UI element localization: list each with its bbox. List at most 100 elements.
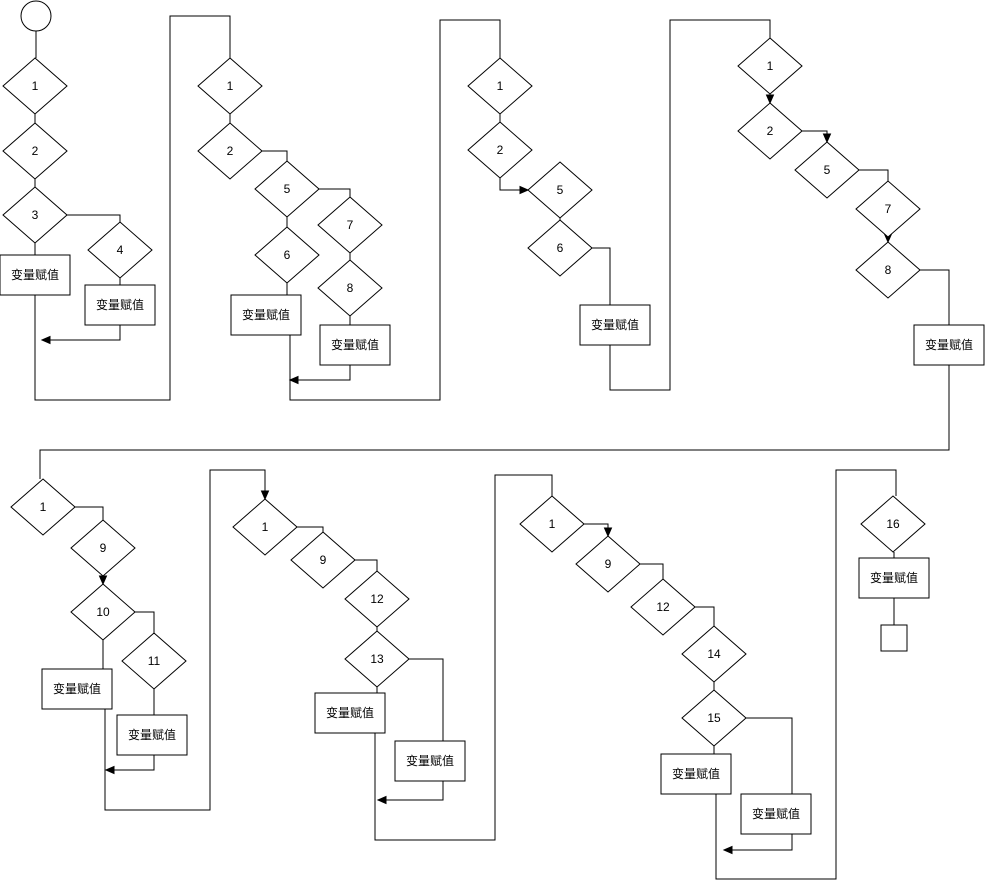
flowchart-edges [34,15,950,880]
decision-node-c1: 1 [467,57,533,115]
decision-diamond-shape [254,226,320,284]
arrowhead-icon [376,795,387,805]
edge-eA2-merge [104,755,155,775]
edge-bA2-merge [288,365,351,385]
decision-diamond-shape [855,180,921,238]
decision-diamond-shape [290,531,356,589]
arrowhead-icon [722,845,733,855]
edge-d5-d7 [859,169,889,181]
decision-node-b7: 7 [317,196,383,254]
process-box-shape [230,294,302,336]
process-node-bA1: 变量赋值 [230,294,302,336]
edge-b5-b7-line [319,188,351,197]
decision-node-g9: 9 [575,535,641,593]
edge-e10-e11 [135,611,155,633]
decision-node-a3: 3 [2,186,68,244]
process-box-shape [660,753,732,795]
arrowhead-icon [260,490,270,501]
edge-gA2-merge [722,834,793,855]
decision-node-d7: 7 [855,180,921,238]
edge-eA1-next-line [104,469,266,811]
edge-gA2-merge-line [724,834,793,851]
process-node-cA1: 变量赋值 [579,304,651,346]
edge-gA1-next-line [715,469,897,880]
edge-g12-g14 [695,606,715,626]
node-label: 9 [100,541,107,555]
node-label: 9 [320,553,327,567]
edge-fA2-merge [376,781,444,805]
decision-node-b8: 8 [317,259,383,317]
edge-dA1-next [39,365,950,479]
process-box-shape [858,557,930,599]
decision-node-e11: 11 [121,632,187,690]
node-label: 1 [549,517,556,531]
edge-c2-c5 [499,178,530,195]
decision-node-c5: 5 [527,161,593,219]
node-label: 变量赋值 [242,307,290,322]
decision-diamond-shape [2,57,68,115]
process-box-shape [394,740,466,782]
decision-node-a4: 4 [87,221,153,279]
process-box-shape [116,714,188,756]
process-node-gA1: 变量赋值 [660,753,732,795]
edge-b2-b5-line [262,150,288,161]
process-node-gA2: 变量赋值 [740,793,812,835]
decision-diamond-shape [121,632,187,690]
arrowhead-icon [288,375,299,385]
node-label: 13 [370,652,384,666]
edge-d8-dA1-line [920,269,950,325]
node-label: 变量赋值 [925,337,973,352]
decision-diamond-shape [232,498,298,556]
process-node-eA2: 变量赋值 [116,714,188,756]
decision-diamond-shape [254,160,320,218]
decision-node-f13: 13 [344,630,410,688]
node-label: 变量赋值 [870,570,918,585]
node-label: 1 [767,59,774,73]
decision-diamond-shape [737,102,803,160]
node-label: 11 [148,654,161,668]
process-node-aA2: 变量赋值 [84,284,156,326]
edge-f13-fA2-line [409,658,444,741]
node-label: 变量赋值 [672,766,720,781]
decision-diamond-shape [317,196,383,254]
edge-f9-f12-line [355,559,378,571]
node-label: 4 [117,243,124,257]
node-label: 8 [347,281,354,295]
end-square-icon [880,624,908,652]
edge-e10-e11-line [135,611,155,633]
decision-node-g15: 15 [681,689,747,747]
decision-diamond-shape [70,519,136,577]
edge-f1-f9 [297,526,324,532]
decision-node-a2: 2 [2,122,68,180]
process-box-shape [84,284,156,326]
decision-node-f9: 9 [290,531,356,589]
node-label: 变量赋值 [752,806,800,821]
decision-diamond-shape [630,578,696,636]
edge-c6-cA1 [592,247,611,305]
decision-diamond-shape [87,221,153,279]
node-label: 7 [885,202,892,216]
process-box-shape [319,324,391,366]
node-label: 1 [227,79,234,93]
decision-node-f1: 1 [232,498,298,556]
decision-diamond-shape [344,630,410,688]
edge-cA1-next [609,19,771,391]
decision-diamond-shape [467,121,533,179]
decision-node-c2: 2 [467,121,533,179]
process-node-aA1: 变量赋值 [0,254,71,296]
process-node-fA1: 变量赋值 [314,692,386,734]
decision-diamond-shape [737,37,803,95]
decision-diamond-shape [344,570,410,628]
edge-gA1-next [715,469,897,880]
edge-e9-e10 [98,575,108,586]
edge-fA1-next [374,474,553,841]
edge-aA2-merge [40,325,121,345]
edge-d1-d2 [765,94,775,105]
node-label: 12 [370,592,384,606]
node-label: 16 [886,517,900,531]
decision-diamond-shape [2,122,68,180]
decision-node-a1: 1 [2,57,68,115]
start-circle-icon [20,0,52,32]
edge-fA1-next-line [374,474,553,841]
